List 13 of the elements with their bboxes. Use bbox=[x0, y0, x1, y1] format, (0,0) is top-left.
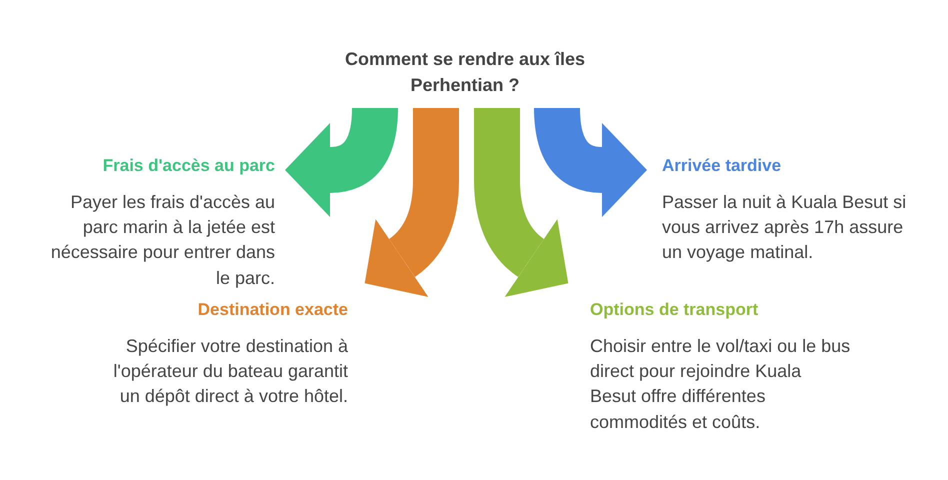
curved-arrow bbox=[474, 108, 568, 296]
title-text: Comment se rendre aux îles Perhentian ? bbox=[344, 48, 586, 98]
curved-arrow bbox=[534, 107, 647, 217]
description-text: Payer les frais d'accès au parc marin à la jetée est nécessaire pour entrer dans le parc. bbox=[50, 191, 275, 290]
curved-arrow bbox=[285, 107, 398, 217]
curved-arrow bbox=[366, 108, 459, 296]
heading-text: Options de transport bbox=[590, 300, 758, 320]
heading-text: Arrivée tardive bbox=[662, 156, 782, 176]
description-text: Spécifier votre destination à l'opérateur du bateau garantit un dépôt direct à votre hôtel. bbox=[112, 335, 348, 408]
heading-text: Frais d'accès au parc bbox=[102, 156, 275, 176]
description-text: Choisir entre le vol/taxi ou le bus direct pour rejoindre Kuala Besut offre différentes commodités et coûts. bbox=[590, 335, 852, 434]
description-text: Passer la nuit à Kuala Besut si vous arrivez après 17h assure un voyage matinal. bbox=[662, 191, 908, 264]
heading-text: Destination exacte bbox=[198, 300, 348, 320]
